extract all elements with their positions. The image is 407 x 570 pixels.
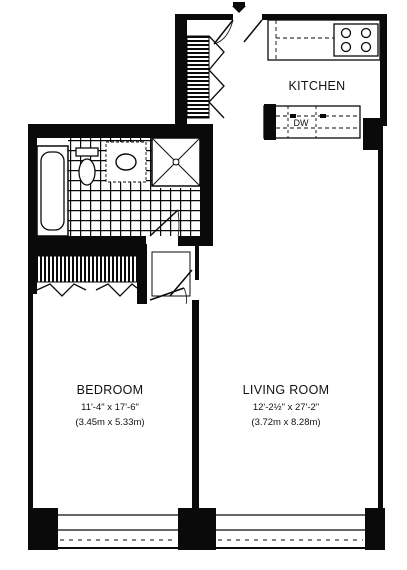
- wall-divider: [192, 300, 199, 514]
- bedroom-closet: [37, 256, 137, 282]
- entry-door: [213, 19, 234, 45]
- toilet-bowl: [78, 158, 96, 186]
- entry-closet-doors: [208, 35, 225, 119]
- bathroom-door: [149, 209, 179, 237]
- wall-entry-left: [175, 14, 187, 134]
- wall-divider-upper: [195, 240, 199, 280]
- wall-bath-bottom: [28, 236, 146, 256]
- kitchen-lower-counter: [263, 105, 361, 139]
- wall-bath-top: [28, 124, 213, 138]
- bedroom-door: [169, 269, 193, 297]
- pier-bottom-right: [365, 508, 385, 550]
- closets: [36, 251, 193, 305]
- hall-closet: [151, 251, 191, 297]
- burner-icon: [340, 27, 352, 39]
- entry-closet: [187, 36, 209, 118]
- walls: [28, 14, 387, 550]
- wall-top-left: [175, 14, 233, 20]
- bathtub: [36, 145, 69, 237]
- sink-basin: [115, 153, 137, 171]
- pier-bottom-left: [28, 508, 58, 550]
- burner-icon: [360, 27, 372, 39]
- entry-area: [186, 2, 263, 119]
- wall-bedroom-left: [28, 290, 33, 524]
- wall-pier-right: [363, 118, 379, 150]
- bedroom-dim-imperial: 11'-4" x 17'-6": [81, 402, 139, 413]
- living-room-dim-metric: (3.72m x 8.28m): [251, 417, 320, 428]
- living-room-dim-imperial: 12'-2½" x 27'-2": [253, 402, 319, 413]
- bathroom-tile-floor: [68, 188, 200, 236]
- burner-icon: [360, 41, 372, 53]
- bedroom-label: BEDROOM: [77, 383, 144, 397]
- kitchen-counter: [267, 19, 381, 61]
- bedroom-dim-metric: (3.45m x 5.33m): [75, 417, 144, 428]
- kitchen: DW KITCHEN: [263, 19, 381, 140]
- window-wall: [58, 514, 365, 549]
- toilet-tank: [75, 147, 99, 157]
- wall-closet-right: [137, 244, 147, 304]
- hall-closet-door: [149, 287, 185, 301]
- wall-kitchen-right: [380, 14, 387, 126]
- living-room: LIVING ROOM 12'-2½" x 27'-2" (3.72m x 8.…: [243, 383, 330, 428]
- bedroom-room: BEDROOM 11'-4" x 17'-6" (3.45m x 5.33m): [75, 383, 144, 428]
- bathroom: [36, 137, 201, 237]
- wall-living-right: [378, 118, 383, 514]
- dishwasher-label: DW: [294, 118, 309, 128]
- kitchen-label: KITCHEN: [289, 79, 346, 93]
- wall-top-right: [262, 14, 387, 20]
- burner-icon: [340, 41, 352, 53]
- wall-bath-left: [28, 124, 37, 294]
- pier-bottom-mid: [178, 508, 216, 550]
- bedroom-closet-doors: [36, 283, 138, 297]
- living-room-label: LIVING ROOM: [243, 383, 330, 397]
- range: [333, 23, 379, 57]
- wall-bath-right: [200, 124, 213, 242]
- entry-arrow-icon: [232, 6, 246, 13]
